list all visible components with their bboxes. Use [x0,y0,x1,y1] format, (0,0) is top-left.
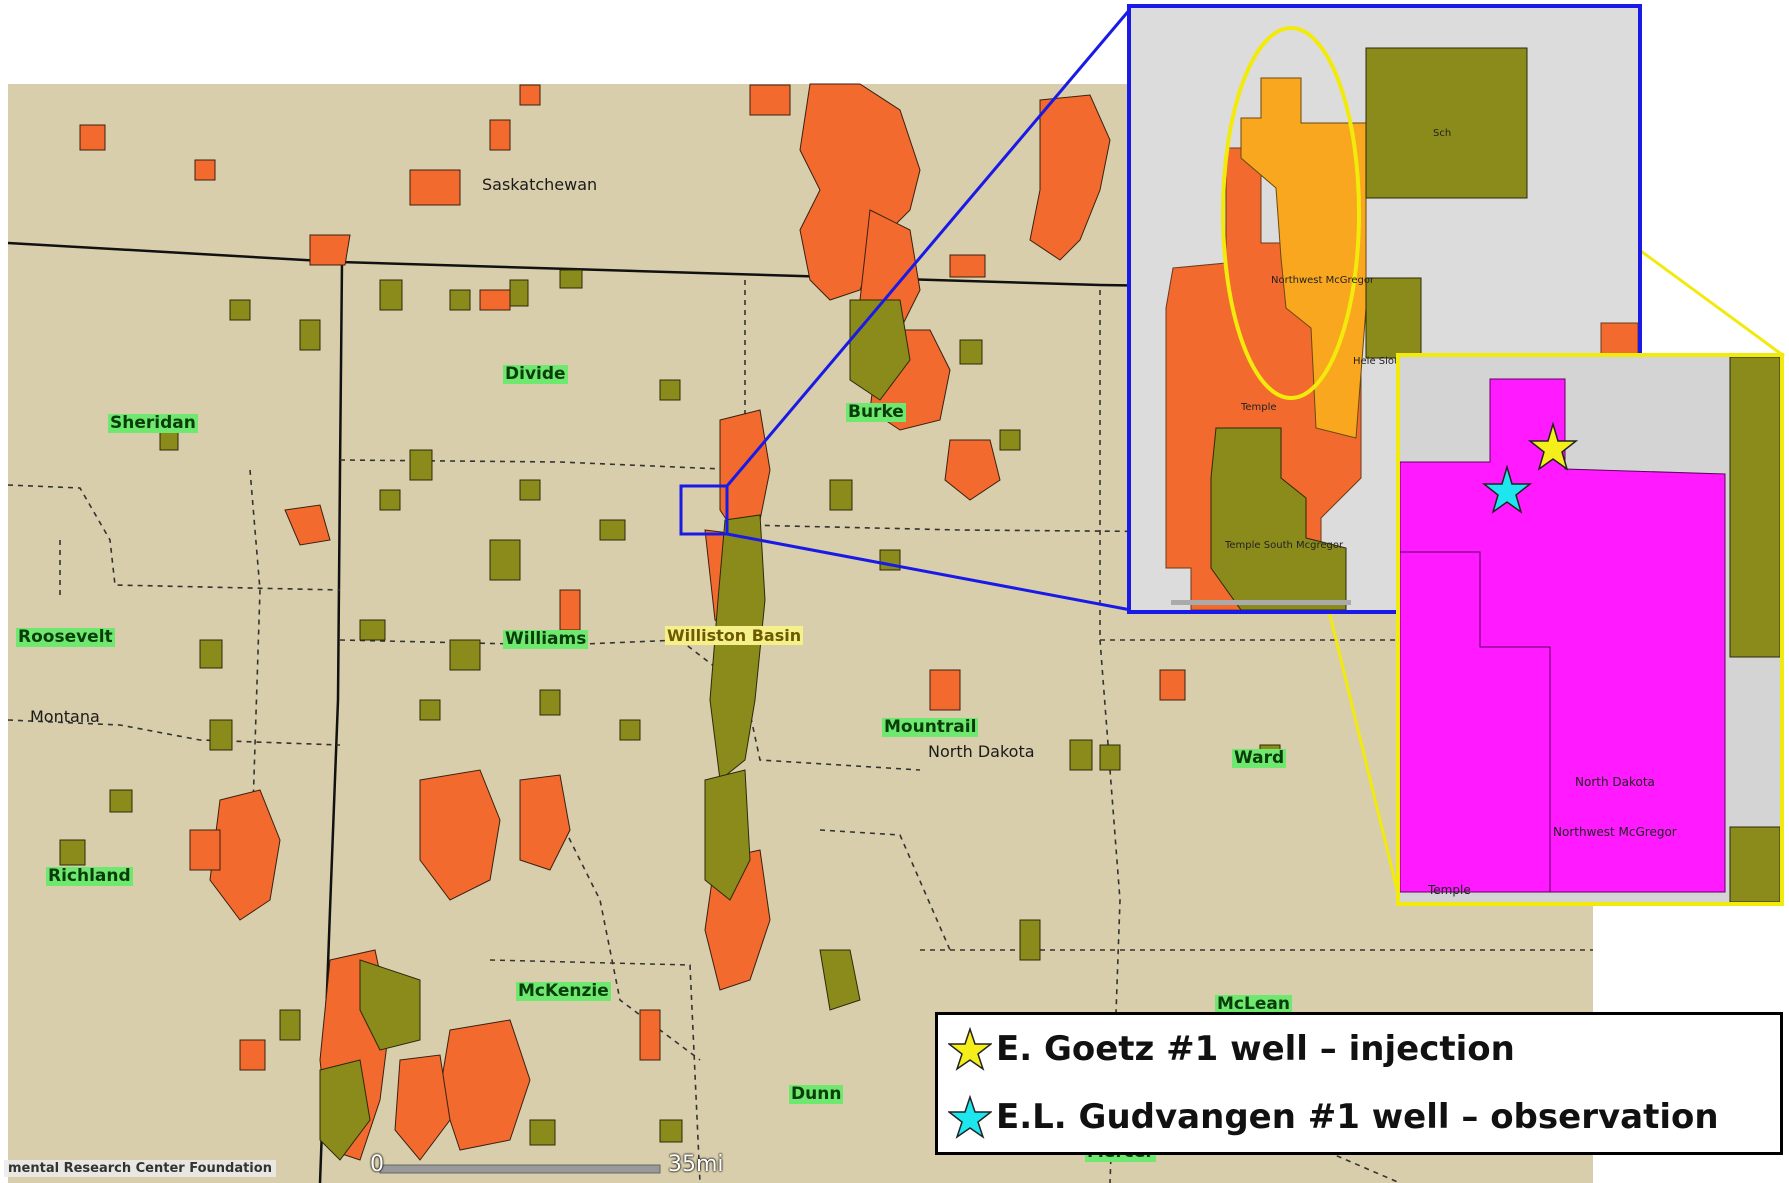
inset1-label-temple-south-mcgregor: Temple South Mcgregor [1225,540,1344,551]
county-label-roosevelt: Roosevelt [16,627,115,647]
county-label-mckenzie: McKenzie [516,981,611,1001]
inset1-highlight-ellipse [1221,26,1361,400]
county-label-dunn: Dunn [789,1084,844,1104]
inset1-amber-field [1240,77,1367,439]
olive-fields [59,269,1281,1161]
legend-label-injection: E. Goetz #1 well – injection [996,1029,1515,1069]
county-label-sheridan: Sheridan [108,413,198,433]
legend-item-observation: E.L. Gudvangen #1 well – observation [948,1095,1719,1139]
inset2-label-north-dakota: North Dakota [1575,775,1655,789]
inset2-canvas [1400,357,1780,902]
inset1-label-temple: Temple [1241,402,1277,413]
yellow-star-icon [948,1027,992,1071]
cyan-star-icon [948,1095,992,1139]
inset1-canvas [1131,8,1638,610]
inset2-label-northwest-mcgregor: Northwest McGregor [1553,825,1677,839]
region-label-north-dakota: North Dakota [928,742,1035,761]
county-label-divide: Divide [503,364,568,384]
inset1-connector-top [725,7,1133,487]
legend-item-injection: E. Goetz #1 well – injection [948,1027,1515,1071]
inset-map-zoom-2[interactable]: North Dakota Northwest McGregor Temple [1396,353,1784,906]
scale-end-label: 35mi [668,1152,724,1177]
county-label-mountrail: Mountrail [882,717,979,737]
injection-well-star-icon [1527,421,1579,471]
county-label-richland: Richland [46,866,133,886]
region-label-montana: Montana [30,707,100,726]
county-label-ward: Ward [1232,748,1287,768]
inset1-label-northwest-mcgregor: Northwest McGregor [1271,275,1375,286]
legend-label-observation: E.L. Gudvangen #1 well – observation [996,1097,1719,1137]
inset2-olive-field-top [1729,357,1780,658]
inset-locator-box [679,484,729,536]
basin-label-williston: Williston Basin [665,626,804,645]
inset1-olive-field-top [1365,47,1528,199]
map-legend: E. Goetz #1 well – injection E.L. Gudvan… [935,1012,1783,1155]
region-label-saskatchewan: Saskatchewan [482,175,598,194]
inset2-label-temple: Temple [1428,883,1471,897]
county-label-mclean: McLean [1215,994,1292,1014]
map-attribution: mental Research Center Foundation [4,1160,276,1177]
inset2-olive-field-bottom [1729,826,1780,902]
scale-bar [379,1164,661,1174]
inset1-label-hele-slough: Hele Slough [1353,356,1414,367]
county-label-williams: Williams [503,629,589,649]
inset1-label-sch: Sch [1433,128,1452,139]
observation-well-star-icon [1481,464,1533,514]
inset1-olive-field-mid [1365,277,1422,359]
county-label-burke: Burke [846,402,906,422]
scale-start-label: 0 [370,1152,384,1177]
inset1-olive-field-bottom [1210,427,1347,610]
inset1-connector-bottom [726,532,1132,612]
